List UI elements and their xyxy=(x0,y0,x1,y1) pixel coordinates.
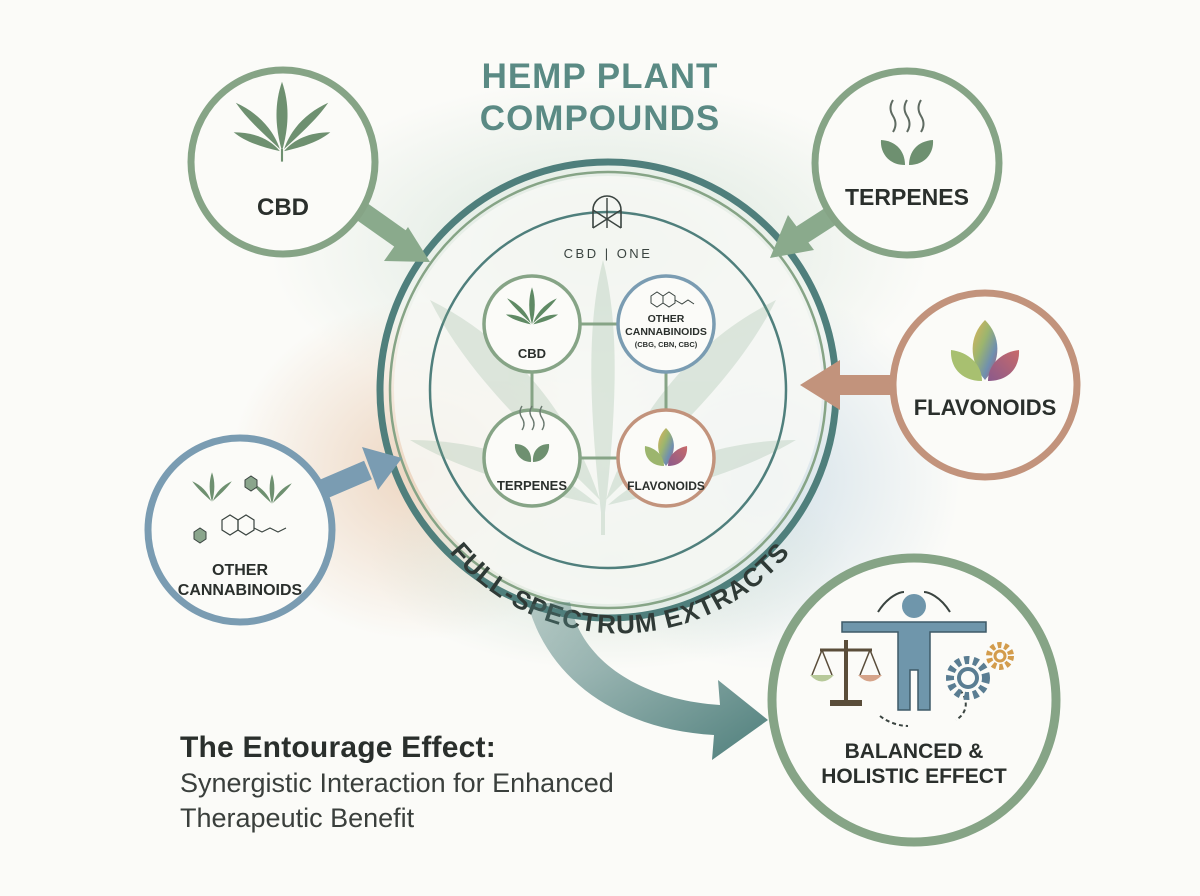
node-other-cannabinoids: OTHER CANNABINOIDS xyxy=(144,434,336,626)
svg-text:HOLISTIC EFFECT: HOLISTIC EFFECT xyxy=(821,765,1007,788)
molecule-leaves-icon xyxy=(192,472,292,544)
node-flavonoids: FLAVONOIDS xyxy=(889,289,1081,481)
node-cbd: CBD xyxy=(187,66,379,258)
caption-title: The Entourage Effect: xyxy=(180,731,496,764)
cannabis-leaf-icon xyxy=(505,287,559,325)
inner-node-other-cannabinoids: OTHER CANNABINOIDS (CBG, CBN, CBC) xyxy=(616,274,716,374)
steaming-sprout-icon xyxy=(880,99,934,165)
multicolor-leaves-icon xyxy=(950,320,1020,381)
brand-logo: CBD | ONE xyxy=(564,195,653,261)
svg-text:HEMP PLANT: HEMP PLANT xyxy=(482,57,719,96)
balance-person-gears-icon xyxy=(810,591,1014,727)
svg-text:OTHER: OTHER xyxy=(212,562,268,579)
inner-node-flavonoids: FLAVONOIDS xyxy=(616,408,716,508)
inner-connections xyxy=(530,322,668,460)
svg-text:CBD | ONE: CBD | ONE xyxy=(564,246,653,261)
svg-text:BALANCED &: BALANCED & xyxy=(845,740,984,763)
svg-text:COMPOUNDS: COMPOUNDS xyxy=(480,99,720,138)
diagram-title: HEMP PLANT COMPOUNDS xyxy=(480,57,720,138)
cannabis-leaf-icon xyxy=(233,81,331,162)
svg-text:CBD: CBD xyxy=(518,346,546,361)
caption-subtitle-line2: Therapeutic Benefit xyxy=(180,803,415,833)
svg-text:TERPENES: TERPENES xyxy=(497,478,567,493)
svg-text:OTHER: OTHER xyxy=(648,313,685,325)
inner-node-cbd: CBD xyxy=(482,274,582,374)
caption-subtitle-line1: Synergistic Interaction for Enhanced xyxy=(180,768,614,798)
multicolor-leaves-icon xyxy=(644,428,688,466)
steaming-sprout-icon xyxy=(514,405,550,462)
svg-text:(CBG, CBN, CBC): (CBG, CBN, CBC) xyxy=(635,340,698,349)
node-balanced-holistic-effect: BALANCED & HOLISTIC EFFECT xyxy=(767,553,1061,847)
svg-text:TERPENES: TERPENES xyxy=(845,184,969,210)
svg-text:CANNABINOIDS: CANNABINOIDS xyxy=(178,582,303,599)
svg-text:CANNABINOIDS: CANNABINOIDS xyxy=(625,326,707,338)
arrow-center-to-effect xyxy=(528,602,768,760)
caption: The Entourage Effect: Synergistic Intera… xyxy=(180,730,740,836)
molecule-icon xyxy=(650,291,695,308)
svg-text:FLAVONOIDS: FLAVONOIDS xyxy=(914,395,1057,420)
svg-text:FLAVONOIDS: FLAVONOIDS xyxy=(627,479,705,493)
svg-text:CBD: CBD xyxy=(257,194,309,221)
full-spectrum-ring: FULL-SPECTRUM EXTRACTS xyxy=(376,158,840,640)
node-terpenes: TERPENES xyxy=(811,67,1003,259)
inner-node-terpenes: TERPENES xyxy=(482,405,582,508)
